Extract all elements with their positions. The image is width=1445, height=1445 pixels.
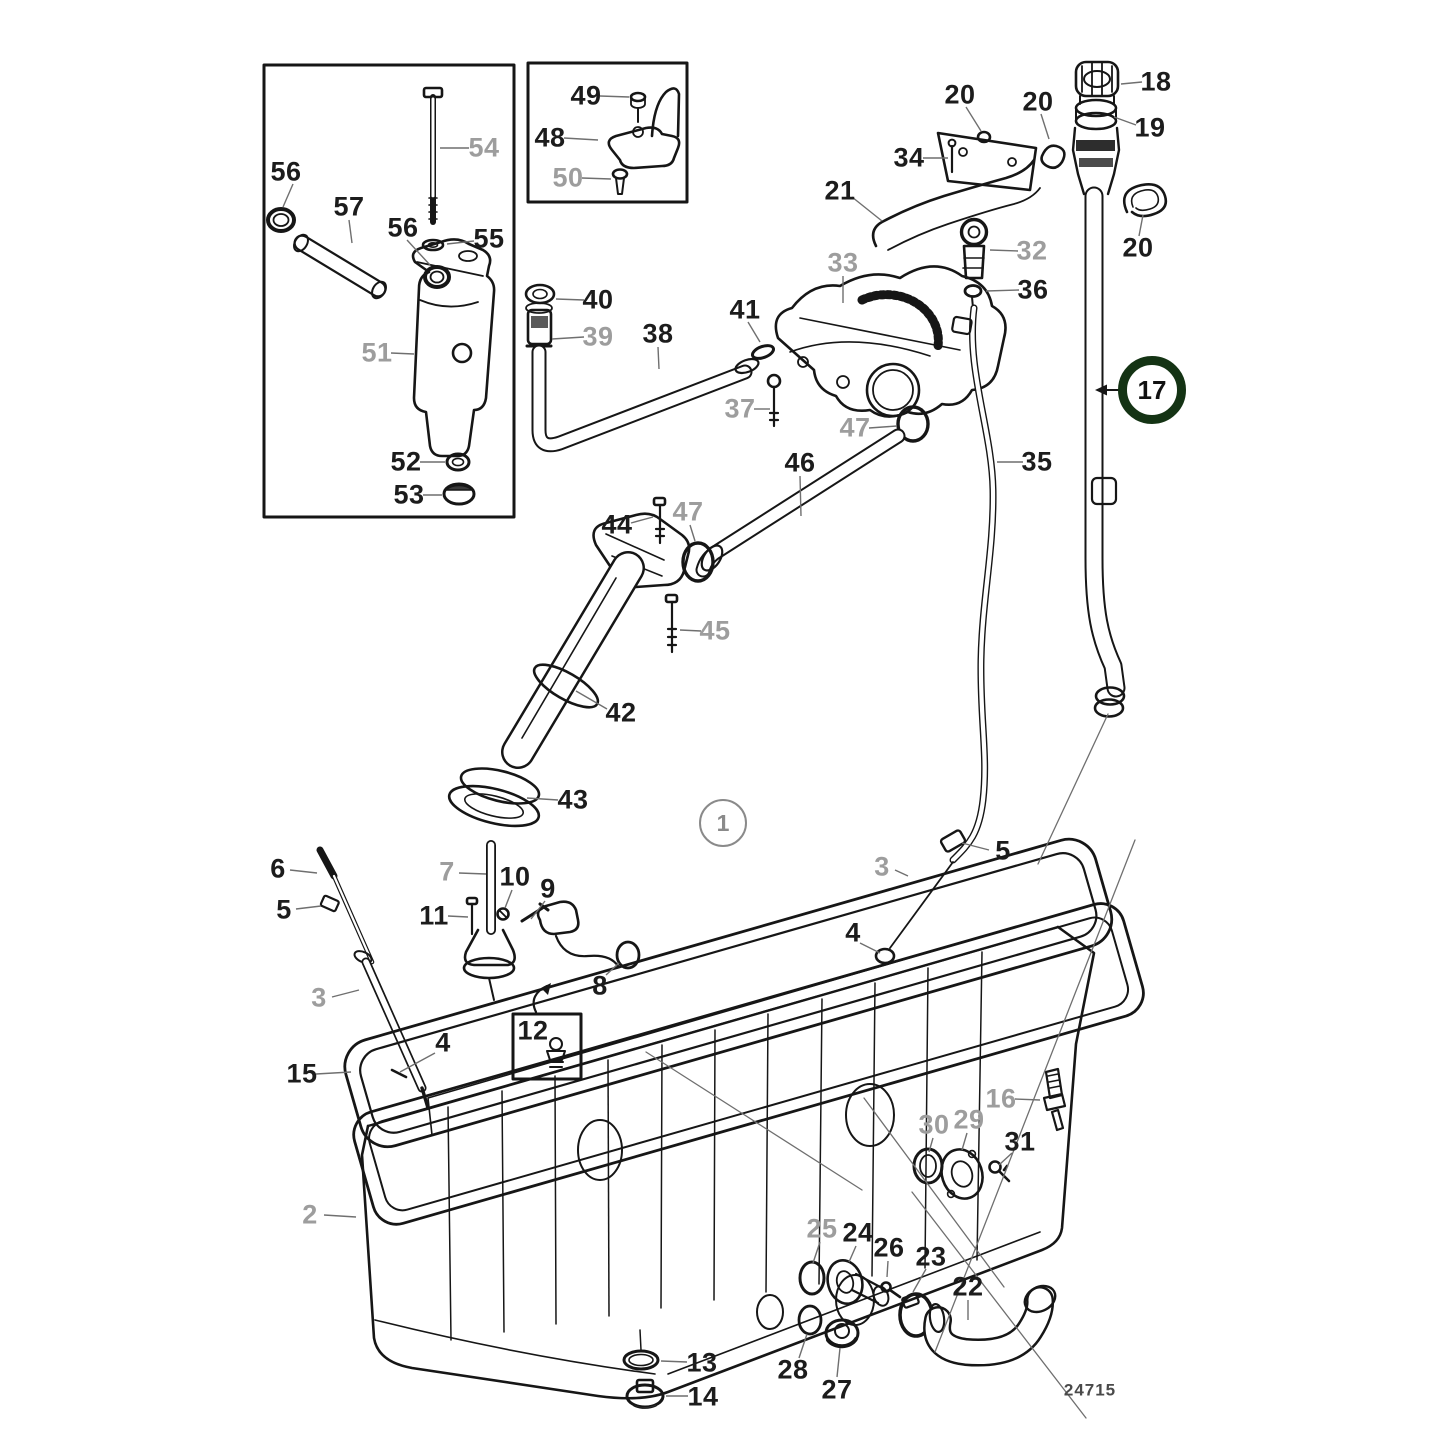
part-label-13: 13 <box>686 1347 718 1378</box>
part-label-10: 10 <box>499 861 531 892</box>
oil-pipe-38 <box>524 283 782 453</box>
part-label-11: 11 <box>419 900 449 931</box>
part-label-44: 44 <box>601 509 633 540</box>
part-label-4: 4 <box>845 917 861 948</box>
dipstick-tube-35 <box>874 217 997 965</box>
part-label-3: 3 <box>874 851 890 882</box>
part-label-22: 22 <box>952 1271 984 1302</box>
drawing-number: 24715 <box>1063 1380 1117 1400</box>
highlighted-callout-17: 17 <box>1118 356 1186 424</box>
bottom-fittings <box>622 1067 1067 1409</box>
bracket-21 <box>871 130 1066 251</box>
part-label-26: 26 <box>873 1232 905 1263</box>
part-label-50: 50 <box>552 162 584 193</box>
assembly-callout-1: 1 <box>699 799 747 847</box>
part-label-56: 56 <box>270 156 302 187</box>
part-label-39: 39 <box>582 321 614 352</box>
part-label-23: 23 <box>915 1241 947 1272</box>
part-label-30: 30 <box>918 1109 950 1140</box>
part-label-5: 5 <box>276 894 292 925</box>
part-label-37: 37 <box>724 393 756 424</box>
projection-lines <box>645 713 1136 1419</box>
part-label-52: 52 <box>390 446 422 477</box>
inset-box-bracket <box>526 61 689 204</box>
part-label-5: 5 <box>995 835 1011 866</box>
part-label-53: 53 <box>393 479 425 510</box>
part-label-20: 20 <box>1122 232 1154 263</box>
part-label-49: 49 <box>570 80 602 111</box>
part-label-15: 15 <box>286 1058 318 1089</box>
part-label-2: 2 <box>302 1199 318 1230</box>
part-label-9: 9 <box>540 873 556 904</box>
gasket-15 <box>343 837 1114 1149</box>
part-label-29: 29 <box>953 1104 985 1135</box>
oil-pump-33 <box>774 265 1007 443</box>
part-label-42: 42 <box>605 697 637 728</box>
part-label-32: 32 <box>1016 235 1048 266</box>
part-label-57: 57 <box>333 191 365 222</box>
part-label-25: 25 <box>806 1213 838 1244</box>
part-label-18: 18 <box>1140 66 1172 97</box>
part-label-6: 6 <box>270 853 286 884</box>
part-label-51: 51 <box>361 337 393 368</box>
part-label-24: 24 <box>842 1217 874 1248</box>
part-label-35: 35 <box>1021 446 1053 477</box>
part-label-40: 40 <box>582 284 614 315</box>
part-label-8: 8 <box>592 970 608 1001</box>
part-label-43: 43 <box>557 784 589 815</box>
part-label-47: 47 <box>839 412 871 443</box>
part-label-7: 7 <box>439 856 455 887</box>
part-label-54: 54 <box>468 132 500 163</box>
part-label-31: 31 <box>1004 1126 1036 1157</box>
part-label-14: 14 <box>687 1381 719 1412</box>
part-label-48: 48 <box>534 122 566 153</box>
part-label-27: 27 <box>821 1374 853 1405</box>
part-label-45: 45 <box>699 615 731 646</box>
part-label-28: 28 <box>777 1354 809 1385</box>
left-dipstick-group <box>316 840 641 1110</box>
part-label-47: 47 <box>672 496 704 527</box>
part-label-4: 4 <box>435 1027 451 1058</box>
suction-pipe <box>447 428 906 828</box>
part-label-56: 56 <box>387 212 419 243</box>
part-label-21: 21 <box>824 175 856 206</box>
part-label-20: 20 <box>944 79 976 110</box>
filler-tube-17 <box>1071 60 1168 718</box>
part-label-12: 12 <box>517 1015 549 1046</box>
part-label-34: 34 <box>893 142 925 173</box>
part-label-16: 16 <box>985 1083 1017 1114</box>
part-label-36: 36 <box>1017 274 1049 305</box>
part-label-19: 19 <box>1134 112 1166 143</box>
part-label-38: 38 <box>642 318 674 349</box>
inset-box-housing <box>262 63 516 519</box>
part-label-55: 55 <box>473 223 505 254</box>
part-label-46: 46 <box>784 447 816 478</box>
highlight-arrow-17 <box>1095 384 1121 396</box>
clip-12-box <box>511 983 583 1081</box>
part-label-3: 3 <box>311 982 327 1013</box>
part-label-33: 33 <box>827 247 859 278</box>
part-label-20: 20 <box>1022 86 1054 117</box>
part-label-41: 41 <box>729 294 761 325</box>
